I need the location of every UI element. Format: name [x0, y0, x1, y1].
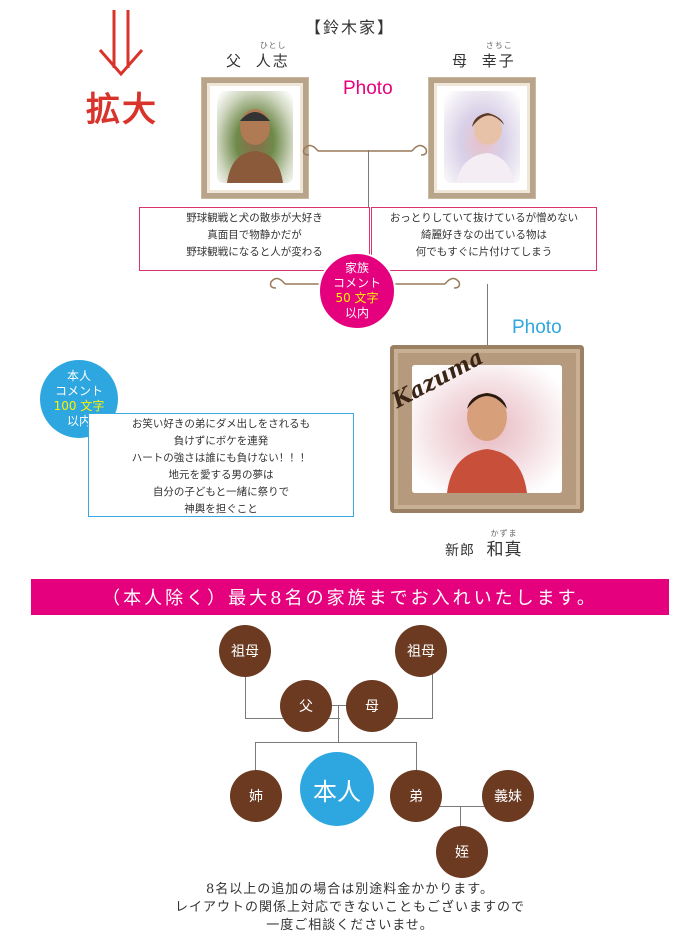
tree-node-elder-sister: 姉	[230, 770, 282, 822]
family-badge-line: 以内	[344, 306, 369, 320]
family-title: 【鈴木家】	[304, 18, 395, 37]
tree-node-mother: 母	[346, 680, 398, 732]
groom-comment-line: ハートの強さは誰にも負けない！！！	[131, 452, 311, 464]
father-comment-line: 真面目で物静かだが	[207, 229, 302, 241]
tree-node-self: 本人	[300, 752, 374, 826]
groom-given-name: 和真	[486, 540, 523, 560]
self-badge-limit: 100 文字	[53, 399, 105, 413]
photo-label-parents: Photo	[343, 78, 393, 99]
groom-comment-line: 負けずにボケを連発	[173, 435, 269, 447]
double-down-arrow-icon	[98, 10, 144, 77]
family-badge-line: 家族	[344, 261, 369, 275]
mother-comment-line: おっとりしていて抜けているが憎めない	[389, 212, 579, 224]
self-badge-line: 以内	[66, 414, 91, 428]
tree-node-father: 父	[280, 680, 332, 732]
father-photo-frame	[202, 78, 308, 198]
father-ruby: ひとし	[259, 41, 287, 50]
footer-line: 8名以上の追加の場合は別途料金かかります。	[206, 882, 494, 897]
tree-node-sister-in-law: 義妹	[482, 770, 534, 822]
groom-comment-line: 神輿を担ぐこと	[184, 503, 258, 515]
mother-photo-frame	[429, 78, 535, 198]
mother-name: 母 さちこ 幸子	[452, 41, 516, 71]
tree-node-grandmother-left: 祖母	[219, 625, 271, 677]
father-photo	[217, 91, 293, 183]
groom-comment-line: お笑い好きの弟にダメ出しをされるも	[131, 418, 311, 430]
father-comment-line: 野球観戦と犬の散歩が大好き	[186, 212, 323, 224]
mother-ruby: さちこ	[485, 41, 513, 50]
mother-portrait-icon	[456, 113, 514, 183]
groom-photo-frame	[390, 345, 584, 513]
groom-name: 新郎 かずま 和真	[445, 529, 523, 560]
mother-comment-box: おっとりしていて抜けているが憎めない 綺麗好きなの出ている物は 何でもすぐに片付…	[371, 207, 597, 271]
family-limit-banner: （本人除く）最大8名の家族までお入れいたします。	[31, 579, 669, 615]
groom-title: 新郎	[445, 543, 475, 559]
father-given-name: 人志	[255, 52, 290, 70]
mother-photo	[444, 91, 520, 183]
father-comment-box: 野球観戦と犬の散歩が大好き 真面目で物静かだが 野球観戦になると人が変わる	[139, 207, 370, 271]
groom-ruby: かずま	[490, 529, 518, 538]
tree-node-grandmother-right: 祖母	[395, 625, 447, 677]
family-comment-badge: 家族 コメント 50 文字 以内	[318, 252, 396, 330]
groom-comment-line: 自分の子どもと一緒に祭りで	[152, 486, 290, 498]
father-comment-line: 野球観戦になると人が変わる	[186, 246, 323, 258]
mother-given-name: 幸子	[481, 52, 516, 70]
father-name: 父 ひとし 人志	[226, 41, 290, 71]
parents-ornament	[302, 144, 428, 156]
groom-comment-box: お笑い好きの弟にダメ出しをされるも 負けずにボケを連発 ハートの強さは誰にも負け…	[88, 413, 354, 517]
father-portrait-icon	[227, 109, 283, 183]
footer-line: 一度ご相談くださいませ。	[266, 918, 434, 933]
family-badge-line: コメント	[332, 276, 381, 290]
groom-photo	[412, 365, 562, 493]
father-role: 父	[226, 52, 244, 70]
tree-node-niece: 姪	[436, 826, 488, 878]
self-badge-line: 本人	[66, 369, 91, 383]
photo-label-groom: Photo	[512, 317, 562, 338]
enlarge-label: 拡大	[86, 90, 158, 130]
tree-node-younger-brother: 弟	[390, 770, 442, 822]
family-badge-limit: 50 文字	[335, 291, 379, 305]
mother-role: 母	[452, 52, 470, 70]
groom-comment-line: 地元を愛する男の夢は	[168, 469, 274, 481]
groom-portrait-icon	[447, 393, 527, 493]
footer-notes: 8名以上の追加の場合は別途料金かかります。 レイアウトの関係上対応できないことも…	[0, 881, 700, 935]
mother-comment-line: 何でもすぐに片付けてしまう	[415, 246, 553, 258]
mother-comment-line: 綺麗好きなの出ている物は	[421, 229, 547, 241]
self-badge-line: コメント	[54, 384, 103, 398]
footer-line: レイアウトの関係上対応できないこともございますので	[174, 900, 525, 915]
